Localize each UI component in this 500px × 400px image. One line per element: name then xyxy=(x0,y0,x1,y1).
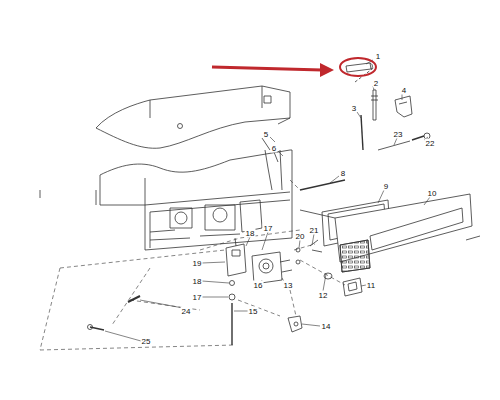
callout-number: 17 xyxy=(192,293,203,302)
callout-number: 11 xyxy=(366,281,376,290)
callout-number: 22 xyxy=(425,139,436,148)
callout-number: 18 xyxy=(192,277,203,286)
callout-number: 2 xyxy=(373,79,379,88)
callout-number: 8 xyxy=(340,169,346,178)
callout-number: 13 xyxy=(283,281,294,290)
callout-number: 24 xyxy=(181,307,192,316)
callout-number: 21 xyxy=(309,226,320,235)
callout-number: 14 xyxy=(321,322,332,331)
callout-number: 17 xyxy=(263,224,274,233)
callout-number: 9 xyxy=(383,182,389,191)
callout-number: 1 xyxy=(375,52,381,61)
callout-number: 19 xyxy=(192,259,203,268)
callout-number: 10 xyxy=(427,189,438,198)
callout-number: 18 xyxy=(245,229,256,238)
highlight-arrow xyxy=(212,58,376,77)
callout-number: 6 xyxy=(271,144,277,153)
callout-number: 3 xyxy=(351,104,357,113)
callout-number: 25 xyxy=(141,337,152,346)
callout-number: 5 xyxy=(263,130,269,139)
callout-number: 12 xyxy=(318,291,329,300)
callout-number: 20 xyxy=(295,232,306,241)
callout-number: 15 xyxy=(248,307,259,316)
callout-number: 4 xyxy=(401,86,407,95)
callout-number: 23 xyxy=(393,130,404,139)
callout-number: 16 xyxy=(253,281,264,290)
